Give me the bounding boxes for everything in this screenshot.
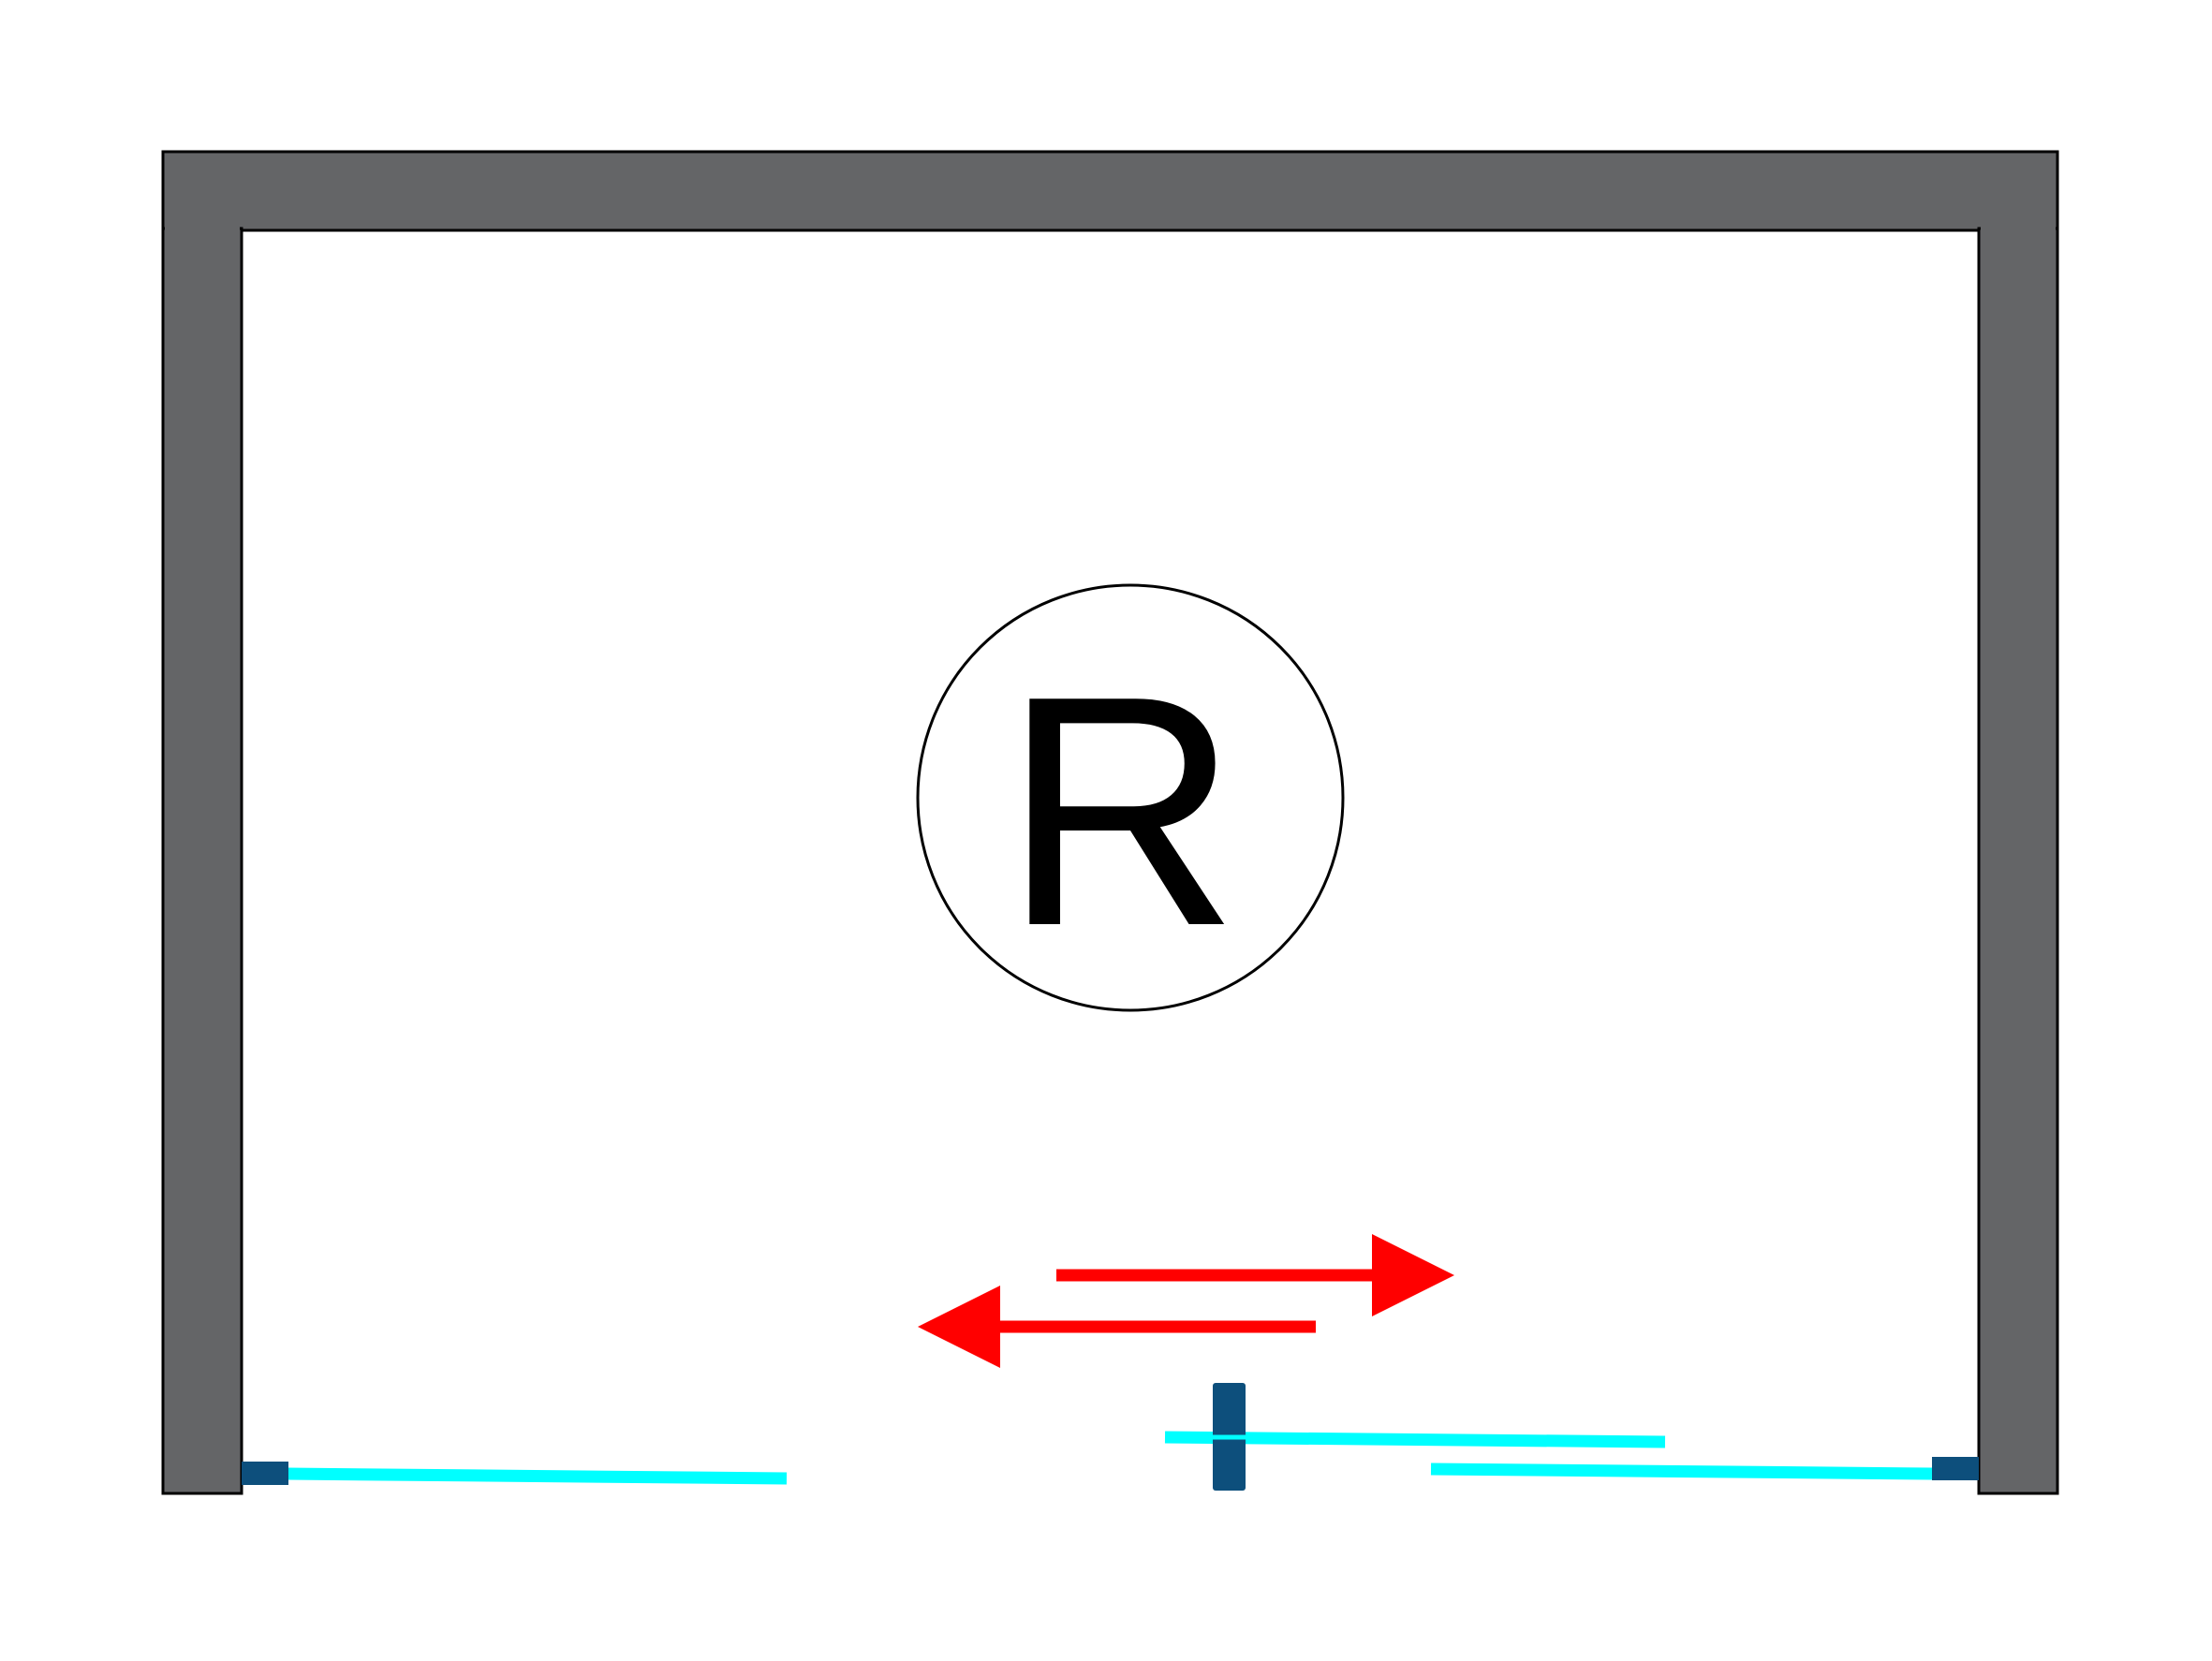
- handing-circle: [916, 583, 1345, 1012]
- fixed-glass-left: [286, 1467, 788, 1485]
- arrow-right-icon: [1056, 1234, 1454, 1316]
- right-wall: [1977, 227, 2059, 1495]
- profiles: [242, 1383, 1979, 1491]
- top-wall: [161, 150, 2059, 232]
- wall-profile-left: [242, 1462, 288, 1485]
- glass-panels: [286, 1431, 1933, 1485]
- wall-frame: [161, 150, 2059, 1495]
- arrow-left-icon: [918, 1286, 1316, 1368]
- wall-profile-right: [1932, 1457, 1979, 1480]
- handing-symbol: R: [916, 583, 1345, 1012]
- fixed-glass-right: [1430, 1463, 1933, 1480]
- sliding-glass-panel: [1164, 1431, 1666, 1448]
- left-wall: [161, 227, 243, 1495]
- handing-label: R: [1003, 628, 1240, 994]
